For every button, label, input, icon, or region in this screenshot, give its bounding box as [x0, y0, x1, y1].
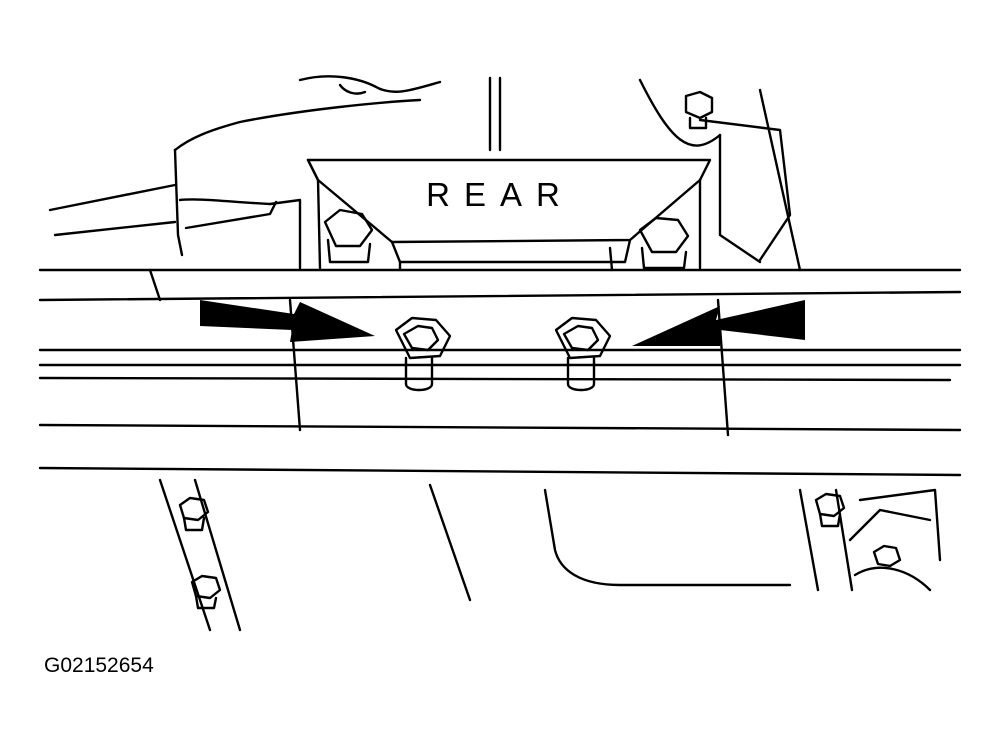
transmission-mount — [306, 158, 712, 272]
panel-bolt-top — [684, 90, 714, 130]
figure-code: G02152654 — [44, 654, 154, 677]
crossmember-bolt-right — [554, 316, 612, 392]
upper-body-panel — [48, 75, 802, 272]
lower-bolt-1 — [178, 496, 210, 532]
lower-bolt-4 — [872, 544, 902, 568]
mount-label: REAR — [426, 176, 574, 213]
arrow-left-icon — [200, 300, 375, 342]
lower-bolt-2 — [190, 574, 222, 610]
mount-nut-right — [638, 216, 690, 270]
crossmember-bolt-left — [394, 316, 452, 392]
arrow-right-icon — [632, 300, 805, 346]
mount-nut-left — [323, 208, 374, 264]
lower-housing — [158, 478, 942, 632]
crossmember — [38, 268, 962, 477]
lower-bolt-3 — [814, 492, 846, 528]
